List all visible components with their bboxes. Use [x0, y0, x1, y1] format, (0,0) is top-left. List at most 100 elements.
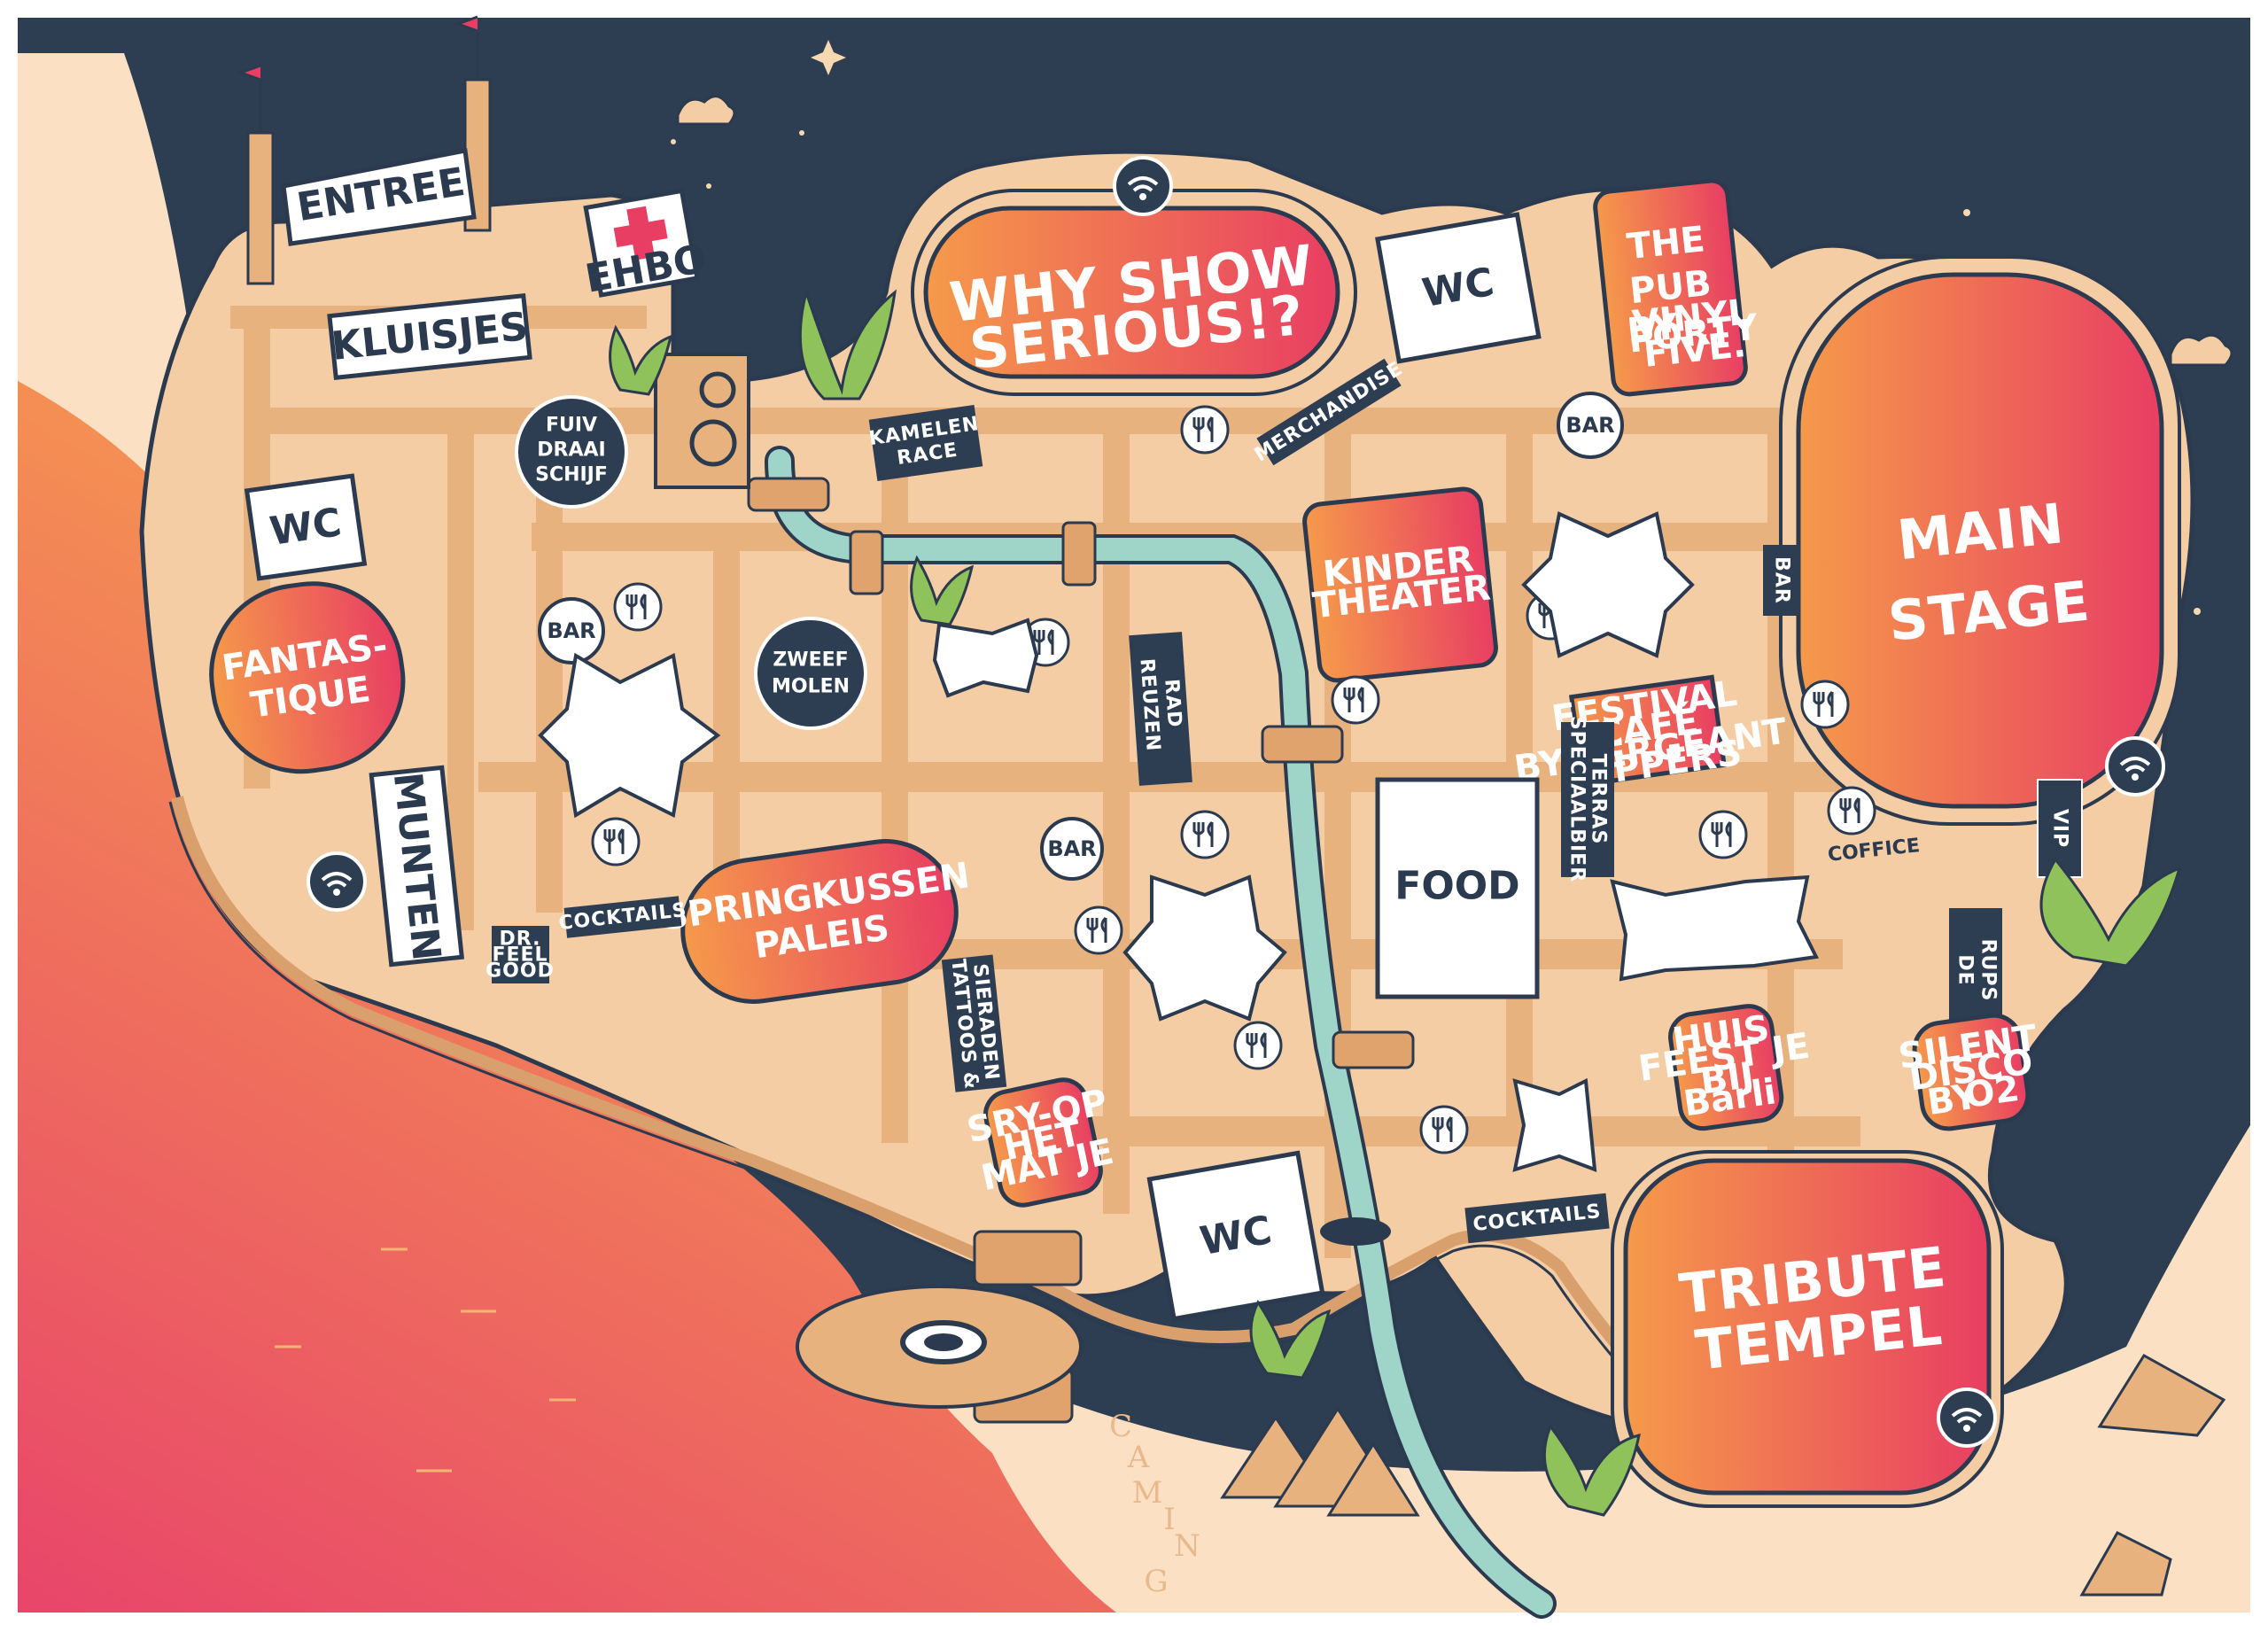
vip-tag-label: VIP: [2049, 809, 2071, 848]
silent-disco-by: BY: [1925, 1076, 1982, 1123]
star-dot: [2194, 608, 2201, 615]
speciaalbier-line2: TERRAS: [1588, 754, 1610, 845]
bar-circle-top[interactable]: BAR: [1557, 392, 1624, 459]
boardwalk-edge: [168, 801, 1678, 1428]
kamelen-race-tag[interactable]: KAMELEN RACE: [866, 404, 985, 482]
stars: [671, 40, 2201, 615]
dr-feel-good-line2: FEEL: [492, 944, 548, 967]
reuzenrad-box: [1129, 632, 1192, 786]
cutlery-icon: [1698, 810, 1748, 859]
plant-icon: [798, 287, 897, 400]
speciaalbier-box: [1561, 722, 1614, 877]
merchandise-box: [1256, 358, 1402, 466]
speciaalbier-line1: SPECIAALBIER: [1566, 716, 1588, 882]
tent-icon: [2079, 1531, 2172, 1597]
wc-sign-bottom[interactable]: WC: [1146, 1150, 1325, 1322]
star-dot: [1963, 209, 1970, 216]
cocktails-tag-bottom[interactable]: COCKTAILS: [1464, 1193, 1610, 1244]
vip-tag-box: [2037, 779, 2083, 878]
the-pub-venue[interactable]: THE PUB BY VINYL FORTY FIVE.: [1593, 177, 1764, 397]
the-pub-label-line1: THE: [1625, 219, 1706, 268]
wifi-icons: [307, 156, 2165, 1448]
food-label: FOOD: [1394, 864, 1519, 909]
springkussen-paleis[interactable]: SPRINGKUSSEN PALEIS: [656, 829, 983, 1013]
fuif-draaischijf-line1: FUIV: [546, 415, 597, 437]
fuif-draaischijf-disc: [515, 395, 628, 509]
kluisjes-box: [327, 292, 532, 381]
food-icons: [591, 405, 1876, 1154]
cutlery-icon: [1331, 675, 1380, 725]
reuzenrad-line2: RAD: [1160, 679, 1185, 729]
tattoos-box: [941, 954, 1007, 1092]
cocktails-box: [563, 896, 682, 938]
ehbo-sign[interactable]: EHBO: [574, 188, 711, 302]
bridge: [747, 477, 830, 512]
bridge: [1332, 1030, 1415, 1069]
speaker-icon: [654, 353, 750, 489]
kinder-theater-venue[interactable]: KINDER THEATER: [1302, 486, 1498, 683]
cutlery-icon: [1180, 810, 1230, 859]
fuif-draaischijf[interactable]: FUIV DRAAI SCHIJF: [515, 395, 628, 509]
dr-feel-good-tag[interactable]: DR. FEEL GOOD: [485, 926, 555, 983]
wc-box: [244, 473, 368, 581]
bridge: [1061, 521, 1097, 587]
bar-circle-left[interactable]: BAR: [538, 597, 605, 664]
tent-canopy: [1610, 874, 1820, 982]
flag-icon: [454, 15, 479, 80]
plant-icon: [2039, 857, 2182, 968]
the-pub-box: [1593, 178, 1748, 397]
plant-icon: [910, 555, 975, 626]
fuif-draaischijf-line2: DRAAI: [537, 439, 605, 462]
ring-icon-inner: [924, 1333, 963, 1351]
plant-icon: [609, 324, 673, 396]
the-pub-by: BY: [1625, 307, 1681, 353]
fuif-draaischijf-line3: SCHIJF: [535, 464, 608, 486]
plant-icon: [1249, 1300, 1332, 1379]
de-rups-tag[interactable]: DE RUPS: [1949, 908, 2002, 1032]
wifi-icon: [307, 851, 367, 912]
zweefmolen-line1: ZWEEF: [773, 649, 848, 672]
silent-disco-venue[interactable]: SILENT DISCO BY O2: [1895, 1010, 2048, 1135]
tent-icon: [1326, 1442, 1420, 1517]
bar-circle-middle[interactable]: BAR: [1040, 817, 1104, 881]
why-show-serious-stage[interactable]: WHY SHOW SERIOUS!?: [911, 189, 1357, 396]
bar-tag-vertical[interactable]: BAR: [1763, 545, 1800, 616]
main-stage[interactable]: MAIN STAGE: [1779, 255, 2181, 826]
plants: [609, 287, 2182, 1517]
de-rups-line2: RUPS: [1977, 939, 2000, 1002]
reuzenrad-tag[interactable]: REUZEN RAD: [1129, 632, 1192, 786]
fantastique-roof: [209, 581, 406, 774]
wc-sign-left[interactable]: WC: [244, 473, 368, 581]
sry-op-box: [983, 1077, 1103, 1208]
entree-sign: [281, 148, 477, 246]
wc-sign-top[interactable]: WC: [1375, 212, 1542, 364]
dr-feel-good-box: [492, 926, 549, 983]
camping-tents: [1220, 1353, 2226, 1597]
fantastique-venue[interactable]: FANTAS- TIQUE: [200, 572, 415, 783]
food-sign[interactable]: FOOD: [1375, 777, 1540, 999]
kamelen-race-box: [868, 404, 983, 482]
kluisjes-sign[interactable]: KLUISJES: [327, 292, 532, 381]
sry-op-het-matje[interactable]: SRY-OP HET MAT JE: [961, 1071, 1124, 1214]
bridge: [973, 1230, 1083, 1286]
tribute-tempel-stage[interactable]: TRIBUTE TEMPEL: [1611, 1150, 2004, 1508]
first-aid-icon: [613, 206, 668, 260]
cutlery-icon: [613, 582, 663, 632]
tent-canopy: [932, 618, 1039, 698]
flag-icon: [237, 64, 262, 133]
munten-sign[interactable]: MUNTEN: [369, 765, 465, 968]
speciaalbier-terras-tag[interactable]: SPECIAALBIER TERRAS: [1561, 716, 1614, 882]
vip-tag[interactable]: VIP: [2037, 779, 2083, 878]
tent-canopy: [1122, 874, 1287, 1022]
silent-disco-box: [1912, 1013, 2031, 1131]
food-box: [1375, 777, 1540, 999]
wc-box: [1146, 1150, 1325, 1322]
river-water: [768, 449, 1553, 1615]
zweefmolen[interactable]: ZWEEF MOLEN: [754, 617, 867, 730]
bar-label: BAR: [547, 618, 595, 643]
tattoos-sieraden-tag[interactable]: TATTOOS & SIERADEN: [941, 954, 1007, 1092]
springkussen-roof: [680, 839, 959, 1004]
cutlery-icon: [591, 817, 641, 867]
